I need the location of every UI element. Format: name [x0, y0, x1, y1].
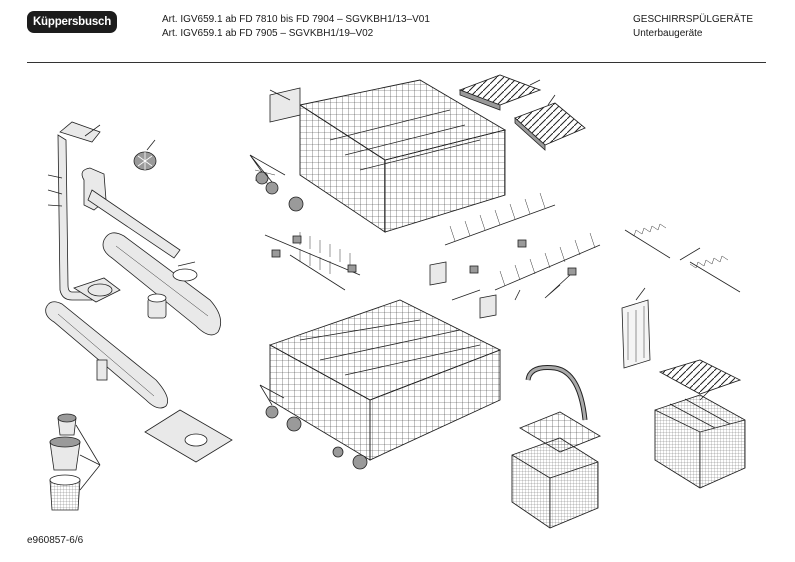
document-id: e960857-6/6	[27, 535, 84, 546]
fold-down-tine-assembly	[624, 223, 741, 293]
cup-rack-insert-bottom	[514, 102, 586, 151]
lower-basket-rollers	[259, 384, 368, 470]
left-tine-rows	[264, 232, 361, 291]
leader-line	[269, 79, 556, 106]
brand-logo: Küppersbusch	[27, 11, 117, 33]
lower-basket	[268, 299, 502, 461]
appliance-category: GESCHIRRSPÜLGERÄTE	[633, 14, 754, 25]
model-reference-line-2: Art. IGV659.1 ab FD 7905 – SGVKBH1/19–V0…	[162, 28, 374, 39]
upper-spray-arm	[102, 232, 222, 336]
base-filter-plate	[144, 409, 233, 463]
small-cutlery-basket	[511, 437, 599, 529]
model-reference-line-1: Art. IGV659.1 ab FD 7810 bis FD 7904 – S…	[162, 14, 430, 25]
cup-rack-insert-top	[458, 74, 542, 111]
lower-spray-arm	[45, 301, 169, 409]
upper-basket-rollers	[249, 154, 304, 212]
spray-nozzle-filter	[133, 151, 157, 171]
spray-arm-hub	[147, 293, 167, 319]
leader-line	[84, 124, 101, 137]
appliance-subcategory: Unterbaugeräte	[633, 28, 703, 39]
leader-line	[146, 139, 156, 151]
cutlery-basket-handle	[525, 365, 588, 421]
header-divider	[27, 62, 766, 63]
right-tine-rows	[429, 192, 601, 319]
filter-cylinders	[49, 413, 101, 511]
upper-basket	[254, 79, 507, 233]
cutlery-stand-cylinder	[621, 287, 651, 369]
large-cutlery-basket-cover	[658, 359, 742, 395]
water-supply-pipe	[47, 121, 181, 303]
large-cutlery-basket	[654, 389, 746, 489]
